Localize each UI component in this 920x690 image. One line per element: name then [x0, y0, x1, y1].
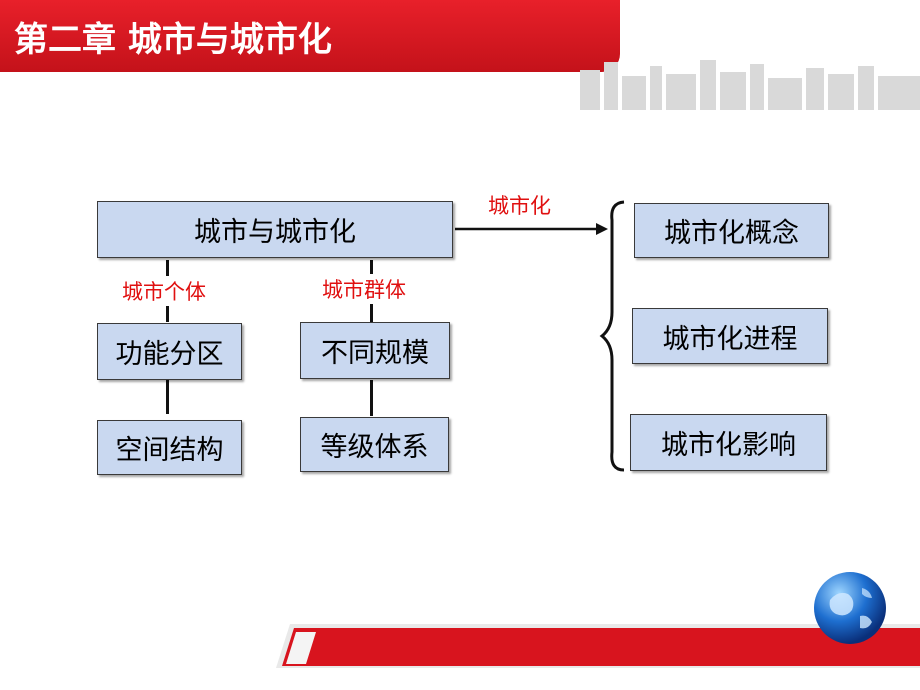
urbanization-process-box: 城市化进程	[632, 308, 828, 364]
individual-city-label: 城市个体	[120, 276, 208, 306]
different-scales-box: 不同规模	[300, 322, 450, 379]
globe-icon	[814, 572, 886, 644]
connector-right-bottom	[370, 380, 373, 416]
urbanization-arrow-label: 城市化	[486, 190, 553, 220]
hierarchy-system-box: 等级体系	[300, 417, 449, 472]
title-bar	[0, 0, 620, 72]
main-topic-box: 城市与城市化	[97, 201, 453, 258]
spatial-structure-box: 空间结构	[97, 420, 242, 475]
urbanization-concept-box: 城市化概念	[634, 203, 829, 258]
slide-title: 第二章 城市与城市化	[14, 20, 332, 60]
bottom-red-bar	[276, 624, 920, 668]
city-group-label: 城市群体	[320, 274, 408, 304]
connector-left-bottom	[166, 380, 169, 414]
urbanization-impact-box: 城市化影响	[630, 414, 827, 471]
functional-zones-box: 功能分区	[97, 323, 242, 380]
skyline-decoration	[540, 60, 920, 120]
